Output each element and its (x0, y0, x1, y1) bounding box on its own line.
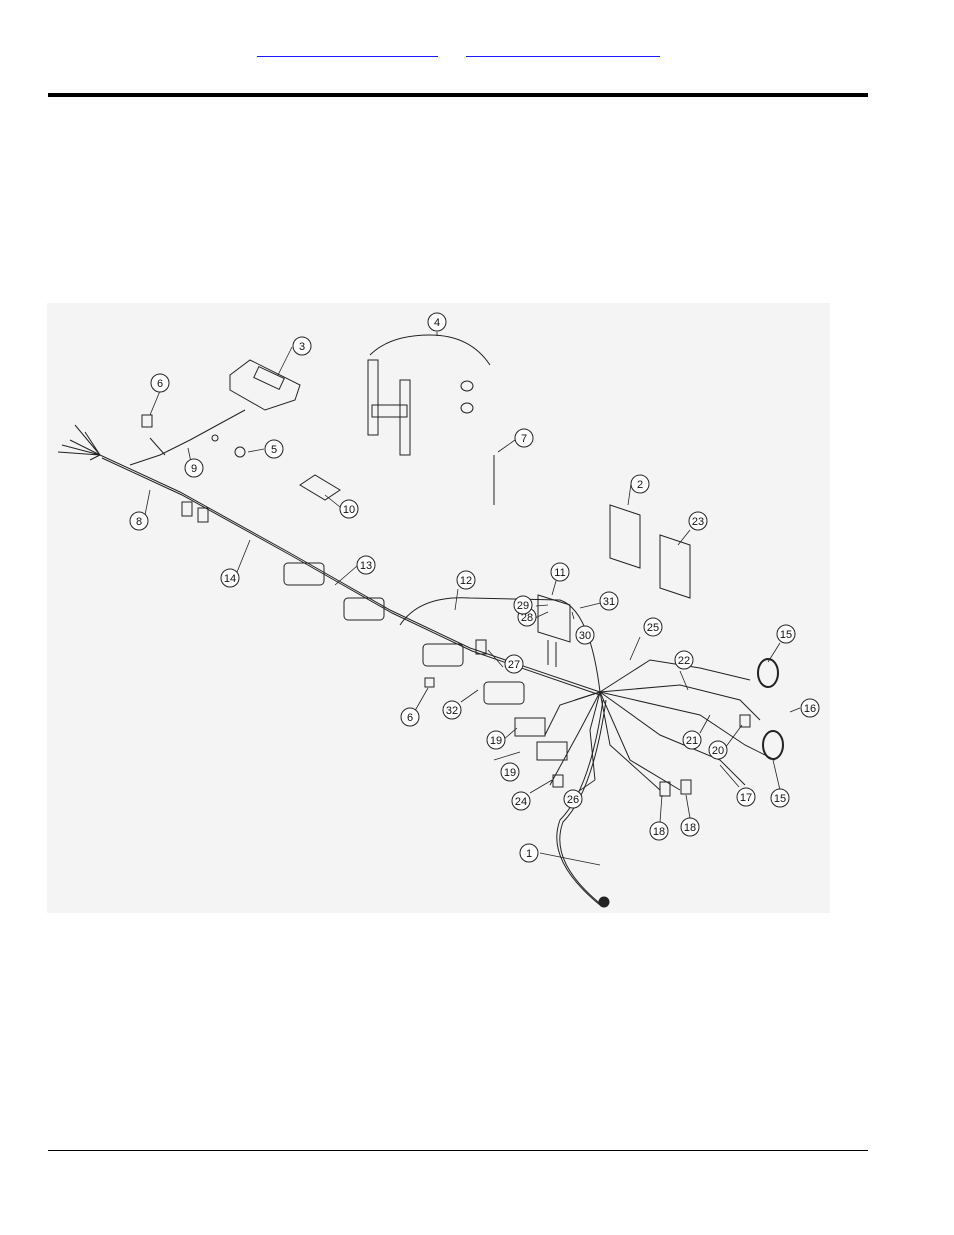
callout-11: 11 (554, 567, 565, 579)
callout-5: 5 (271, 444, 277, 456)
callout-29: 29 (517, 600, 529, 612)
callout-7: 7 (521, 433, 527, 445)
callout-12: 12 (460, 575, 472, 587)
callout-31: 31 (603, 596, 615, 608)
wiring-harness-diagram: 1 2 3 4 5 6 6 7 8 9 10 11 12 13 14 15 15… (47, 303, 830, 913)
callout-3: 3 (299, 341, 305, 353)
diagram-svg: 1 2 3 4 5 6 6 7 8 9 10 11 12 13 14 15 15… (57, 312, 820, 908)
callout-15-lower: 15 (774, 793, 786, 805)
callout-26: 26 (567, 794, 579, 806)
callout-6-upper: 6 (157, 378, 163, 390)
callout-10: 10 (343, 504, 355, 516)
callout-21: 21 (686, 735, 698, 747)
callout-19-lower: 19 (504, 767, 516, 779)
footer-rule (48, 1150, 868, 1151)
callout-27: 27 (508, 659, 520, 671)
callout-9: 9 (191, 463, 197, 475)
header-rule (48, 93, 868, 97)
callout-28: 28 (521, 612, 533, 624)
header-link-1[interactable] (257, 44, 438, 57)
callout-23: 23 (692, 516, 704, 528)
callout-2: 2 (637, 479, 643, 491)
callout-4: 4 (434, 317, 440, 329)
callout-15-upper: 15 (780, 629, 792, 641)
callout-32: 32 (446, 705, 458, 717)
callout-20: 20 (712, 745, 724, 757)
callout-19-upper: 19 (490, 735, 502, 747)
callout-18-right: 18 (684, 822, 696, 834)
callout-8: 8 (136, 516, 142, 528)
callout-13: 13 (360, 560, 372, 572)
header-link-2[interactable] (466, 44, 660, 57)
callout-22: 22 (678, 655, 690, 667)
callout-6-lower: 6 (407, 712, 413, 724)
callout-25: 25 (647, 622, 659, 634)
callout-1: 1 (526, 848, 532, 860)
callout-24: 24 (515, 796, 527, 808)
callout-16: 16 (804, 703, 816, 715)
callout-30: 30 (579, 630, 591, 642)
callout-17: 17 (740, 792, 752, 804)
callout-14: 14 (224, 573, 236, 585)
callout-18-left: 18 (653, 826, 665, 838)
